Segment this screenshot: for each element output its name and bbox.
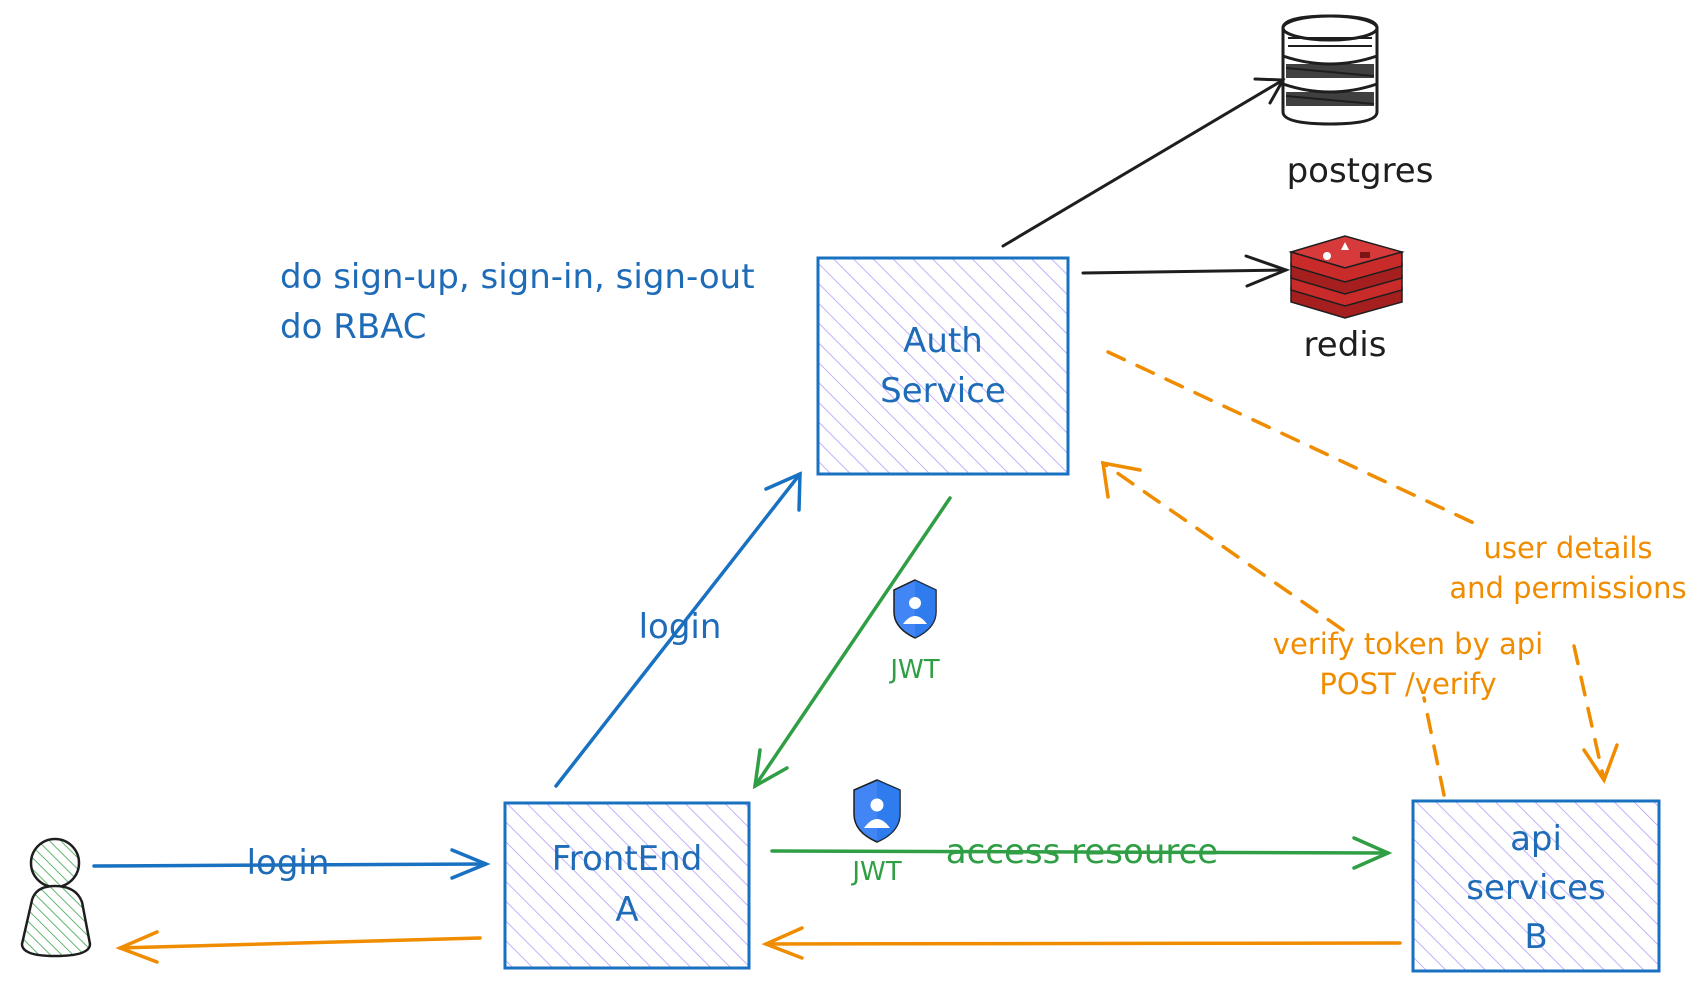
frontend-label-line1: FrontEnd [552, 839, 703, 879]
user-details-label-line1: user details [1483, 531, 1652, 565]
user-icon [20, 837, 92, 958]
arrow-frontend-to-auth-login [554, 471, 802, 788]
postgres-label: postgres [1287, 151, 1434, 191]
login-label-user: login [247, 843, 330, 883]
arrow-auth-to-redis [1081, 254, 1291, 288]
frontend-label-line2: A [615, 890, 638, 930]
arrow-api-to-frontend-response [761, 926, 1402, 960]
arrow-frontend-to-user-response [115, 930, 482, 964]
auth-service-label-line1: Auth [903, 321, 983, 361]
api-services-label-line1: api [1510, 819, 1562, 859]
auth-duties-line2: do RBAC [280, 307, 427, 347]
arrow-api-to-auth-verify [1101, 461, 1446, 797]
verify-label-line1: verify token by api [1273, 627, 1543, 661]
auth-service-box[interactable]: Auth Service [816, 256, 1070, 476]
login-label-auth: login [639, 607, 722, 647]
arrow-api-to-auth-verify-head [1100, 460, 1142, 499]
arrow-user-to-frontend-login [92, 848, 491, 880]
redis-icon [1288, 235, 1405, 319]
shield-icon [853, 779, 901, 843]
user-details-label-line2: and permissions [1449, 571, 1686, 605]
arrow-auth-to-api-user-details [1106, 350, 1606, 782]
api-services-box[interactable]: api services B [1411, 799, 1661, 973]
jwt-label-auth: JWT [888, 655, 939, 685]
arrow-auth-to-postgres [1001, 77, 1286, 248]
access-resource-label: access resource [946, 832, 1218, 872]
verify-label-line2: POST /verify [1319, 667, 1496, 701]
redis-label: redis [1304, 325, 1387, 365]
arrow-auth-to-frontend-jwt [752, 496, 952, 790]
shield-icon [893, 579, 937, 639]
arrow-auth-to-api-user-details-head [1582, 743, 1619, 784]
api-services-label-line3: B [1524, 917, 1547, 957]
auth-duties-line1: do sign-up, sign-in, sign-out [280, 257, 755, 297]
database-icon [1281, 14, 1379, 126]
arrow-frontend-to-api-access [770, 836, 1393, 870]
jwt-label-access: JWT [850, 857, 901, 887]
auth-service-label-line2: Service [880, 371, 1006, 411]
frontend-box[interactable]: FrontEnd A [503, 801, 751, 970]
api-services-label-line2: services [1466, 868, 1606, 908]
